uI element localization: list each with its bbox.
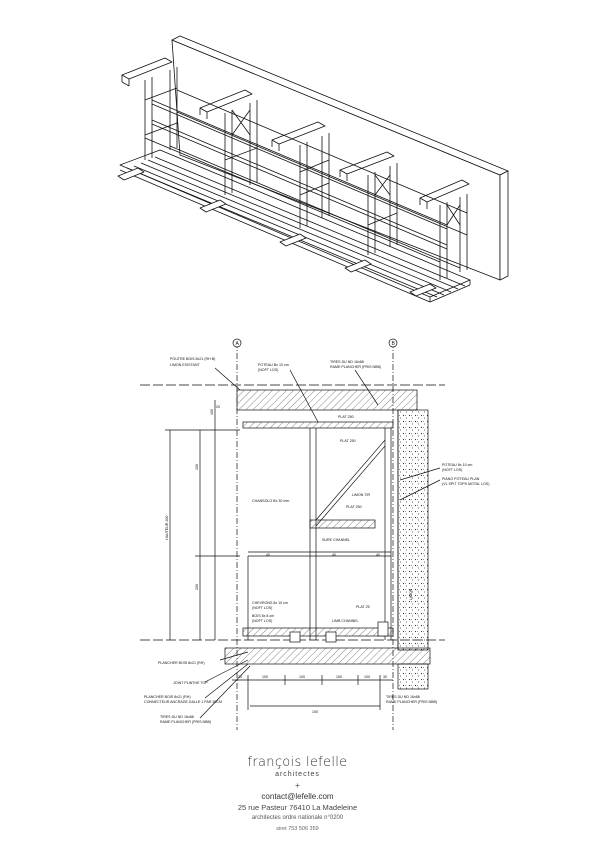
annot-bot-1: PLANCHER BOIS 8x21 (RH) [158,661,205,665]
grid-marker-b [388,338,398,348]
annot-low-1: CHEVRONS 8x 10 cm [252,601,288,605]
annot-right-2: (NOFT LOS) [442,468,462,472]
annot-mid-2: LIMON TIR [352,493,371,497]
annot-mid-3: PLAT 250 [346,505,362,509]
registration-info: architectes ordre nationale n°0200 [251,815,344,821]
grid-label-b: B [392,341,396,347]
wall [397,409,429,651]
annot-low-3: BOIS 8x 8 cm [252,614,274,618]
annot-plat-2: PLAT 250 [340,439,356,443]
firm-name: françois lefelle [247,755,348,770]
floor-slab [224,647,431,665]
dim-bottom-5: 100 [364,675,370,679]
annot-bot-right-1: TIRES DU ND 16x88 [386,695,420,699]
dim-bottom-2: 100 [262,675,268,679]
annot-top-mid-1: POTEAU Bx 10 cm [258,363,289,367]
annot-top-right-2: RAME PLANCHER (PRIS NBB) [330,365,381,369]
dim-vertical-2: 200 [195,584,199,590]
dim-bottom-3: 100 [299,675,305,679]
frame-2 [199,89,258,195]
annot-right-1: POTEAU 8x 10 cm [442,463,472,467]
frame-5 [419,179,470,280]
dim-bottom-4: 100 [336,675,342,679]
annot-top-left-2: LIMON EXISTANT [170,363,200,367]
separator-plus: + [295,781,300,790]
dim-bottom-6: 30 [383,675,387,679]
annot-low-2: (NOFT LOS) [252,606,272,610]
annot-bot-2: JOINT PLINTHE TOP [173,681,208,685]
frame-1 [121,57,178,160]
grid-marker-a [232,338,242,348]
dim-mid-3: 40 [376,553,380,557]
wall-side-text: LIMON [409,588,413,600]
annot-low-5: PLAT 25 [356,605,370,609]
annot-mid-1: CHANSOLO Bx 30 mm [252,499,289,503]
annot-low-4: (NOFT LOS) [252,619,272,623]
annot-top-left-1: POUTRE BOIS 8x21 (RH B) [170,357,215,361]
rails [144,89,468,269]
annot-right-4: (VL SPIT TOPS MOTAL LOS) [442,482,489,486]
firm-subtitle: architectes [275,771,320,778]
annot-mid-4: SURE CHANNEL [322,538,350,542]
dim-mid-1: 40 [266,553,270,557]
annot-top-mid-2: (NOFT LOS) [258,368,278,372]
dim-vertical-3: 100 [210,409,214,415]
dim-left-total: HAUTEUR 200 [165,516,169,540]
dim-bottom-1: 20 [238,675,242,679]
frame-3 [271,121,330,228]
annot-top-right-1: TIRES DU ND 16x88 [330,360,364,364]
annot-bot-6: RAME PLANCHER (PRIS NBB) [160,720,211,724]
dim-top: 20 [216,405,220,409]
ceiling-slab [236,389,418,411]
dim-vertical-1: 100 [195,464,199,470]
annot-bot-right-2: RAME PLANCHER (PRIS NBB) [386,700,437,704]
contact-email[interactable]: contact@lefelle.com [261,792,334,801]
contact-address: 25 rue Pasteur 76410 La Madeleine [237,803,358,812]
floor-grid [117,149,471,303]
annot-low-6: LIMB CHANNEL [332,619,359,623]
isometric-view [117,35,509,303]
dim-mid-2: 40 [332,553,336,557]
siret-info: siret 753 506 359 [276,826,319,832]
annot-bot-3: PLANCHER BOIS 8x21 (RH) [144,695,191,699]
dim-total: 100 [312,710,318,714]
annot-bot-5: TIRES DU ND 16x88 [160,715,194,719]
section-view: A B POUTRE BOIS 8x21 (RH B) LIMON EXISTA… [140,338,489,730]
grid-label-a: A [236,341,240,347]
annot-bot-4: CONNECTEUR ANCRAGE DALLE 1 PAR 30CM [144,700,222,704]
annot-plat-1: PLAT 250 [338,415,354,419]
annot-right-3: PIANO POTEAU PLAN [442,477,480,481]
